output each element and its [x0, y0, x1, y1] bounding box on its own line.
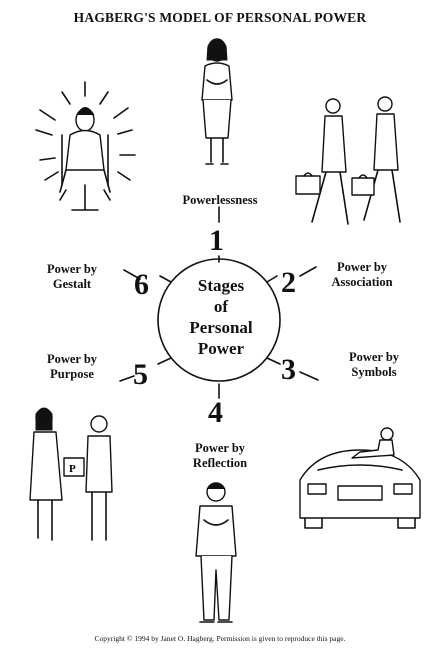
page-title: HAGBERG'S MODEL OF PERSONAL POWER	[73, 10, 367, 25]
stage-4-number: 4	[208, 396, 223, 429]
stage-5-label-line-1: Power by	[46, 352, 98, 366]
seated-woman-radiating-figure	[35, 81, 136, 211]
stage-5-label-line-2: Purpose	[50, 367, 94, 381]
stage-6-number: 6	[134, 268, 149, 301]
standing-man-reflecting-figure	[195, 482, 237, 623]
stage-1-label-line-1: Powerlessness	[182, 193, 258, 207]
center-line-3: Personal	[189, 318, 253, 337]
walking-businessmen-figures	[295, 96, 401, 225]
stage-5-number: 5	[133, 358, 148, 391]
stage-4-label: Power by Reflection	[165, 441, 275, 471]
stage-3-label-line-1: Power by	[348, 350, 400, 364]
center-line-4: Power	[197, 339, 245, 358]
two-people-exchanging-gift-figure: P	[29, 407, 113, 541]
center-line-1: Stages	[197, 276, 245, 295]
stage-4-label-line-2: Reflection	[192, 456, 248, 470]
center-title: Stages of Personal Power	[160, 275, 282, 359]
standing-woman-figure	[201, 38, 233, 165]
svg-text:P: P	[69, 463, 76, 475]
stage-6-label-line-2: Gestalt	[52, 277, 92, 291]
stage-2-label-line-1: Power by	[336, 260, 388, 274]
stage-3-label: Power by Symbols	[324, 350, 424, 380]
stage-5-label: Power by Purpose	[22, 352, 122, 382]
diagram-spokes	[119, 206, 319, 399]
center-line-2: of	[213, 297, 229, 316]
stage-4-label-line-1: Power by	[194, 441, 246, 455]
stage-6-label-line-1: Power by	[46, 262, 98, 276]
stage-2-number: 2	[281, 266, 296, 299]
stage-2-label: Power by Association	[312, 260, 412, 290]
stage-3-label-line-2: Symbols	[351, 365, 397, 379]
stage-2-label-line-2: Association	[331, 275, 393, 289]
stage-1-label: Powerlessness	[160, 193, 280, 208]
stage-6-label: Power by Gestalt	[22, 262, 122, 292]
stage-1-number: 1	[209, 224, 224, 257]
man-on-car-figure	[299, 427, 421, 529]
copyright-notice: Copyright © 1994 by Janet O. Hagberg. Pe…	[94, 634, 346, 643]
stage-3-number: 3	[281, 353, 296, 386]
